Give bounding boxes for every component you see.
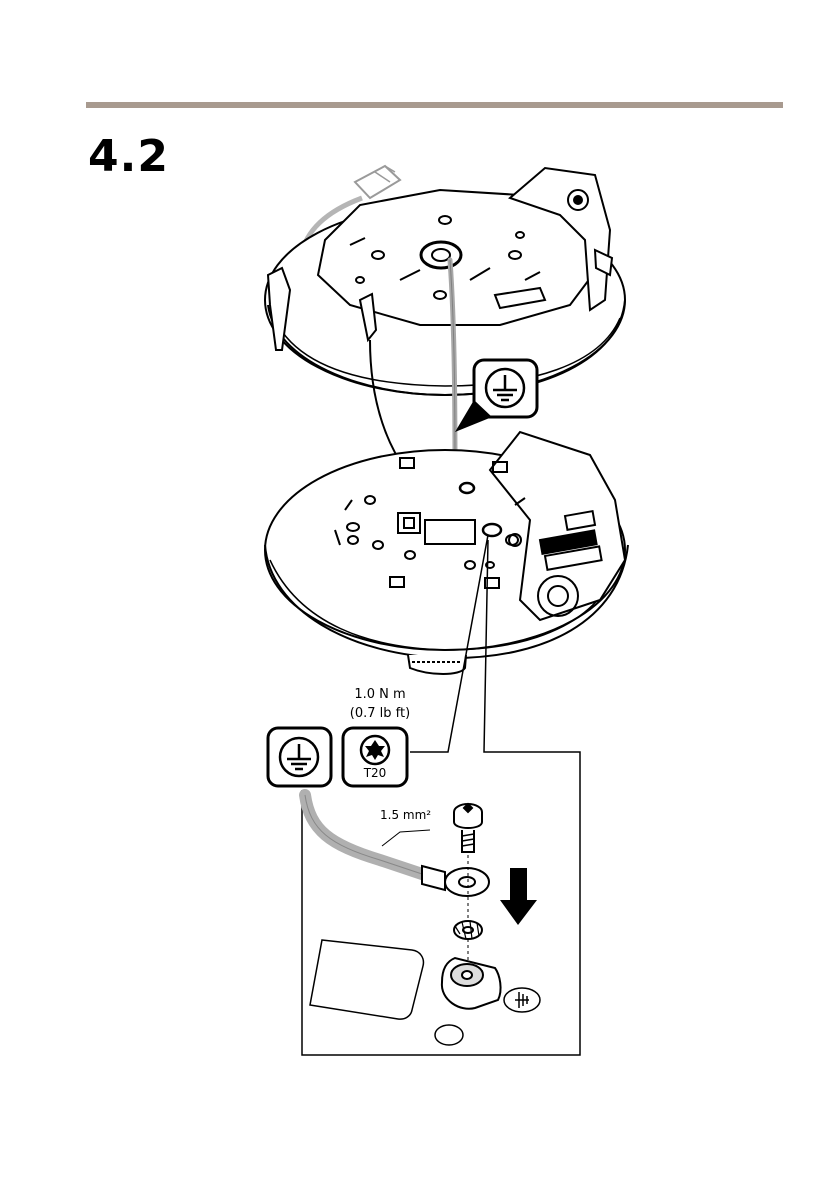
upper-mount-plate — [265, 166, 625, 395]
label-plate — [310, 940, 423, 1019]
ground-boss — [442, 958, 501, 1009]
ring-terminal — [422, 866, 489, 896]
wire-size-label: 1.5 mm² — [380, 808, 431, 822]
lower-base-plate — [265, 432, 628, 674]
down-arrow-icon — [500, 868, 537, 925]
ground-mark-icon — [504, 988, 540, 1012]
tool-bit-label: T20 — [343, 766, 407, 780]
screw — [454, 804, 482, 852]
lock-washer — [454, 921, 482, 939]
ground-symbol-icon — [268, 728, 331, 786]
torque-spec: 1.0 N m (0.7 lb ft) — [330, 685, 430, 723]
torque-lbft: (0.7 lb ft) — [330, 704, 430, 723]
torque-nm: 1.0 N m — [330, 685, 430, 704]
